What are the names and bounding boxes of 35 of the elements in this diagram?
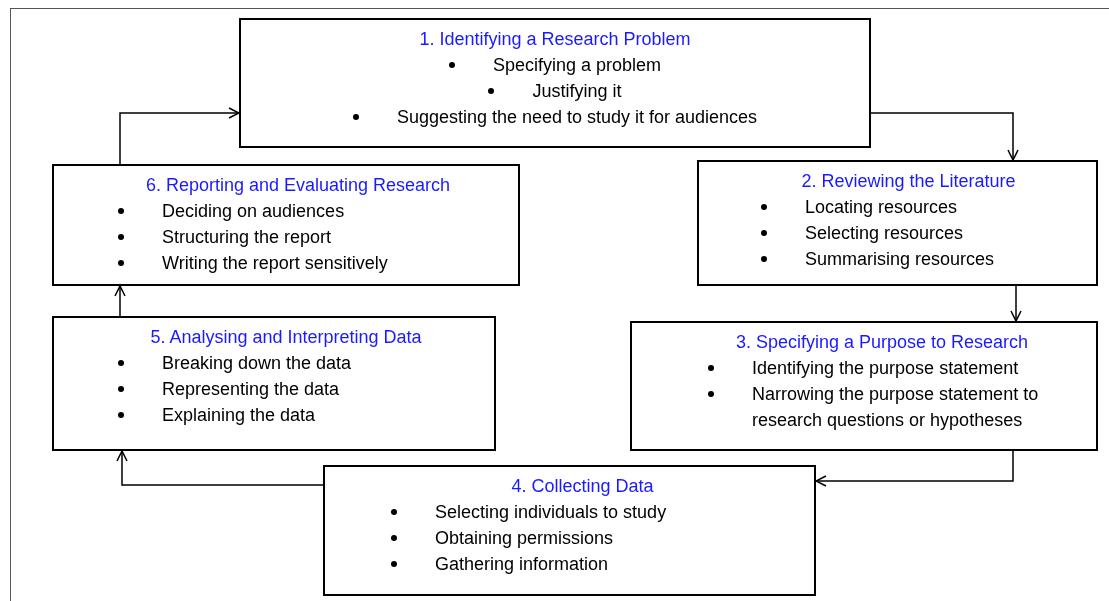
arrow [114,285,126,317]
arrow [119,107,240,165]
step-item: Writing the report sensitively [162,252,388,275]
step-item: Selecting resources [805,222,964,245]
step-item: Specifying a problem [492,54,662,77]
arrow [1010,285,1022,322]
step-title: 6. Reporting and Evaluating Research [145,174,451,197]
step-box [697,160,1098,286]
step-title: 4. Collecting Data [511,475,654,498]
step-item: Identifying the purpose statement [752,357,1019,380]
step-title: 3. Specifying a Purpose to Research [735,331,1029,354]
step-box [323,465,816,596]
step-item: Gathering information [435,553,609,576]
step-title: 2. Reviewing the Literature [801,170,1016,193]
step-box [239,18,871,148]
step-item: Selecting individuals to study [435,501,667,524]
step-box [630,321,1098,451]
step-item: Explaining the data [162,404,316,427]
step-item: Suggesting the need to study it for audiences [396,106,758,129]
step-box [52,316,496,451]
arrow [116,450,324,486]
step-box [52,164,520,286]
step-title: 5. Analysing and Interpreting Data [150,326,422,349]
step-item: Deciding on audiences [162,200,345,223]
step-item: Representing the data [162,378,340,401]
arrow [815,450,1014,487]
arrow [870,112,1019,161]
step-item: Locating resources [805,196,958,219]
step-item: Justifying it [532,80,622,103]
step-title: 1. Identifying a Research Problem [419,28,691,51]
step-item: Narrowing the purpose statement to research questions or hypotheses [752,383,1040,432]
step-item: Summarising resources [805,248,995,271]
step-item: Structuring the report [162,226,332,249]
step-item: Obtaining permissions [435,527,614,550]
step-item: Breaking down the data [162,352,352,375]
